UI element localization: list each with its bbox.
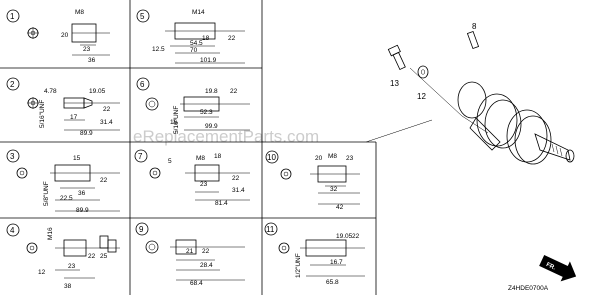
dim-label: 28.4 <box>200 262 213 269</box>
panel-7[interactable]: 7 5 M8 18 23 22 31.4 81.4 <box>134 149 250 207</box>
panel-number: 11 <box>266 225 275 234</box>
dim-label: 25 <box>100 253 108 260</box>
dim-label: 31.4 <box>100 119 113 126</box>
panel-grid <box>0 0 377 295</box>
panel-number: 2 <box>10 80 15 89</box>
dim-label: 38 <box>64 283 72 290</box>
callout-12: 12 <box>417 92 426 101</box>
panel-5[interactable]: 5 M14 18 22 12.5 54.5 70 101.9 <box>136 9 245 64</box>
dim-label: 22 <box>228 35 236 42</box>
watermark-text: eReplacementParts.com <box>133 127 319 146</box>
dim-label: 19.05 <box>89 88 106 95</box>
dim-label: 12.5 <box>152 46 165 53</box>
dim-label: 21 <box>186 248 194 255</box>
dim-label: 23 <box>346 155 354 162</box>
front-direction-arrow: FR. <box>539 254 577 282</box>
panel-number: 7 <box>138 152 143 161</box>
dim-label: M16 <box>47 227 54 240</box>
dim-label: M8 <box>328 153 337 160</box>
diagram-code: Z4HDE0700A <box>508 285 549 292</box>
dim-label: 22.5 <box>60 195 73 202</box>
dim-label: 54.5 <box>190 40 203 47</box>
dim-label: 22 <box>230 88 238 95</box>
panel-1[interactable]: 1 M8 20 23 36 <box>6 9 110 64</box>
dim-label: 17 <box>70 114 78 121</box>
panel-10[interactable]: 10 20 M8 23 32 42 <box>265 150 360 211</box>
callout-13: 13 <box>390 79 399 88</box>
dim-label: 22 <box>88 253 96 260</box>
panel-4[interactable]: 4 M16 22 25 12 23 38 <box>6 223 120 290</box>
dim-label: 31.4 <box>232 187 245 194</box>
dim-label: 5/16"UNF <box>39 100 46 128</box>
dim-label: 16.7 <box>330 259 343 266</box>
dim-label: 15 <box>73 155 81 162</box>
dim-label: M14 <box>192 9 205 16</box>
panel-3[interactable]: 3 15 5/8"UNF 36 22.5 22 89.9 <box>6 149 120 214</box>
dim-label: 1/2"UNF <box>295 253 302 278</box>
dim-label: 22 <box>202 248 210 255</box>
dim-label: 5 <box>168 158 172 165</box>
dim-label: 101.9 <box>200 57 217 64</box>
dim-label: 36 <box>88 57 96 64</box>
dim-label: 36 <box>78 190 86 197</box>
dim-label: 99.9 <box>205 123 218 130</box>
dim-label: 22 <box>232 175 240 182</box>
dim-label: 12 <box>38 269 46 276</box>
dim-label: 19.8 <box>205 88 218 95</box>
panel-2[interactable]: 2 4.78 19.05 5/16"UNF 17 22 31.4 89.9 <box>6 77 120 137</box>
dim-label: M8 <box>196 155 205 162</box>
callout-8: 8 <box>472 22 477 31</box>
dim-label: 65.8 <box>326 279 339 286</box>
dim-label: 18 <box>214 153 222 160</box>
dim-label: 22 <box>103 106 111 113</box>
dim-label: 81.4 <box>215 200 228 207</box>
dim-label: 23 <box>83 46 91 53</box>
panel-9[interactable]: 9 21 22 28.4 68.4 <box>135 222 245 287</box>
panel-number: 9 <box>139 225 144 234</box>
dim-label: 18 <box>202 35 210 42</box>
dim-label: 32 <box>330 186 338 193</box>
dim-label: 19.05 <box>336 233 353 240</box>
dim-label: 89.9 <box>80 130 93 137</box>
dim-label: 22 <box>100 177 108 184</box>
dim-label: 52.3 <box>200 109 213 116</box>
panel-number: 5 <box>140 12 145 21</box>
dim-label: 4.78 <box>44 88 57 95</box>
dim-label: 5/8"UNF <box>43 181 50 206</box>
panel-number: 10 <box>267 153 276 162</box>
crankshaft-illustration <box>365 30 575 165</box>
dim-label: 42 <box>336 204 344 211</box>
dim-label: M8 <box>75 9 84 16</box>
dim-label: 5/16"UNF <box>173 106 180 134</box>
dim-label: 23 <box>200 181 208 188</box>
dim-label: 70 <box>190 47 198 54</box>
panel-number: 3 <box>10 152 15 161</box>
dim-label: 89.9 <box>76 207 89 214</box>
panel-number: 6 <box>140 80 145 89</box>
dim-label: 68.4 <box>190 280 203 287</box>
dim-label: 20 <box>61 32 69 39</box>
panel-number: 1 <box>10 12 15 21</box>
dim-label: 16 <box>170 119 178 126</box>
dim-label: 23 <box>68 263 76 270</box>
dim-label: 22 <box>352 233 360 240</box>
panel-number: 4 <box>10 226 15 235</box>
dim-label: 20 <box>315 155 323 162</box>
panel-11[interactable]: 11 19.05 22 1/2"UNF 16.7 65.8 <box>264 222 365 286</box>
direction-label: FR. <box>545 262 557 272</box>
panel-6[interactable]: 6 19.8 22 5/16"UNF 16 52.3 99.9 <box>136 77 250 134</box>
